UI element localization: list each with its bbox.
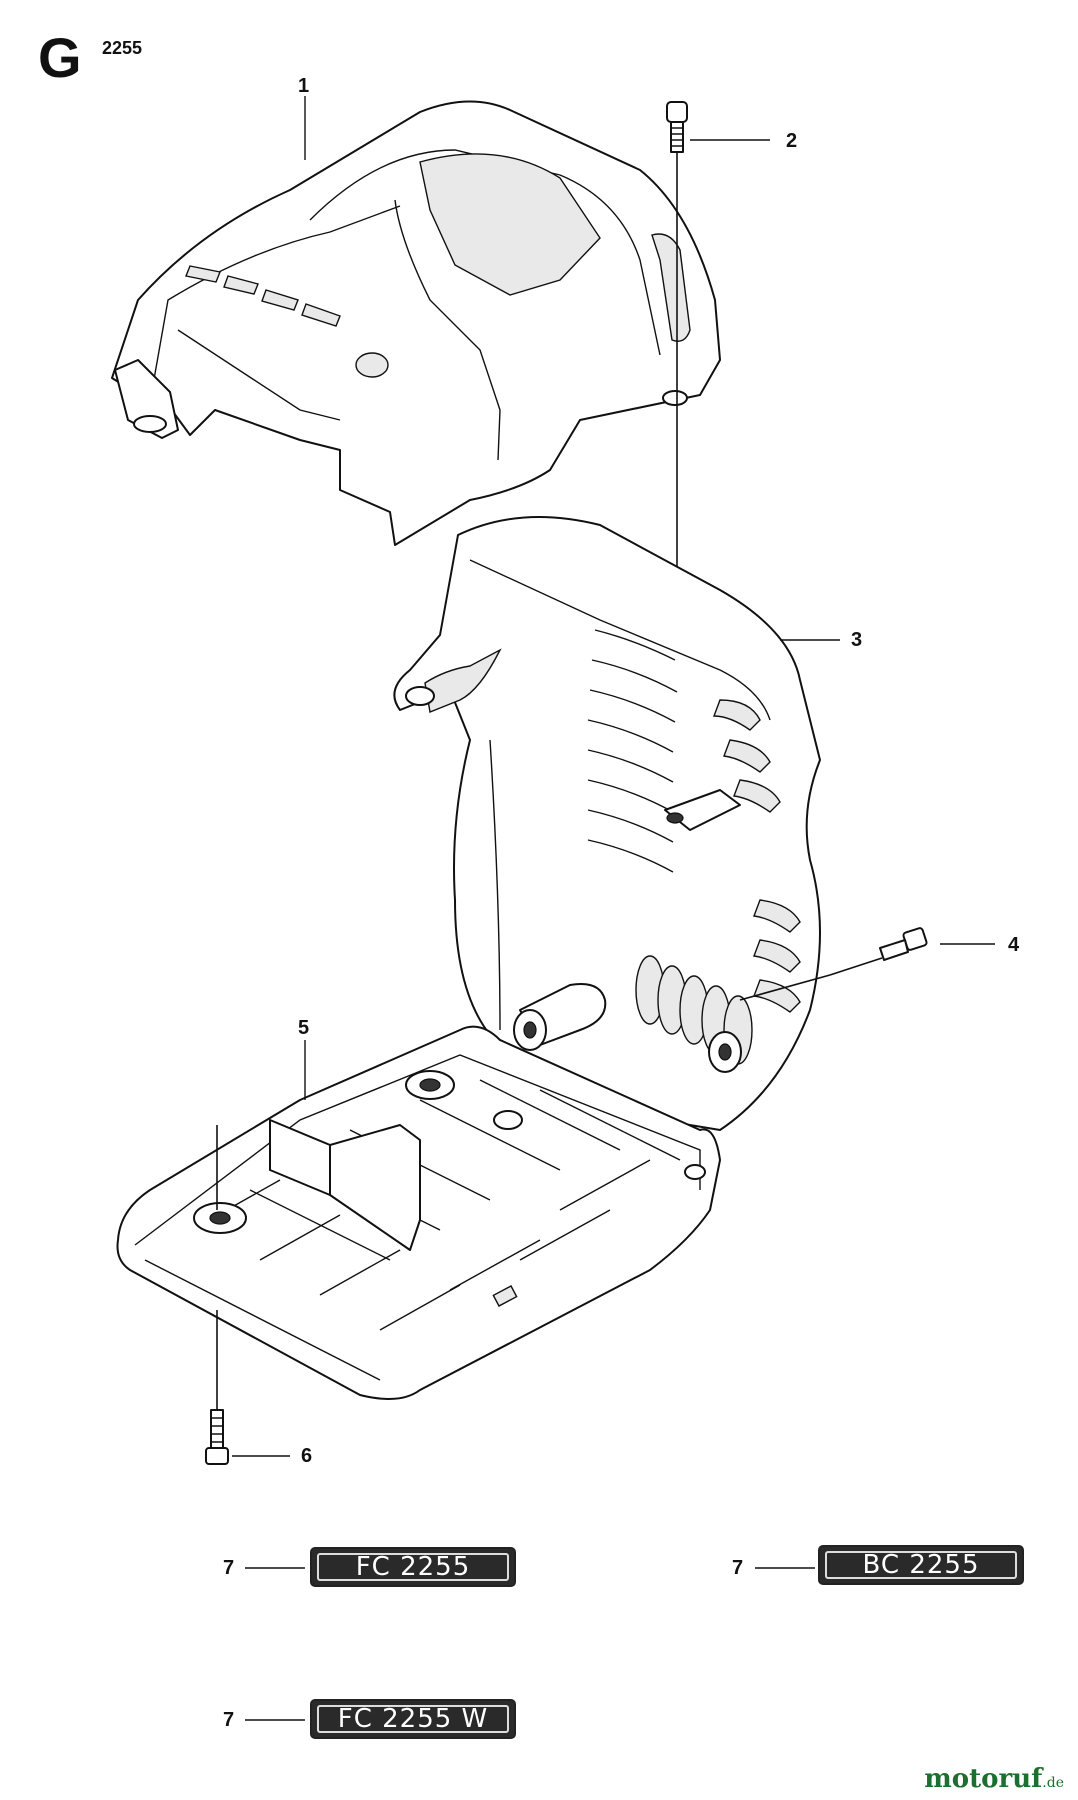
- decal-fc-2255-w: FC 2255 W: [310, 1699, 516, 1739]
- callout-4: 4: [1008, 934, 1020, 956]
- callout-7-fc: 7: [223, 1557, 235, 1579]
- decal-text: FC 2255 W: [337, 1704, 489, 1734]
- leader-lines: [232, 96, 995, 1721]
- callout-2: 2: [786, 130, 798, 152]
- section-letter: G: [38, 26, 82, 89]
- part-1-top-cover: [111, 100, 721, 546]
- decal-frame: FC 2255: [317, 1552, 509, 1582]
- decal-frame: BC 2255: [825, 1550, 1017, 1580]
- part-4-screw: [739, 927, 928, 1001]
- decal-frame: FC 2255 W: [317, 1704, 509, 1734]
- decal-fc-2255: FC 2255: [310, 1547, 516, 1587]
- decal-bc-2255: BC 2255: [818, 1545, 1024, 1585]
- watermark-suffix: .de: [1042, 1775, 1064, 1791]
- callout-3: 3: [851, 629, 863, 651]
- part-6-screw: [205, 1310, 229, 1465]
- callout-1: 1: [298, 75, 310, 97]
- decal-text: BC 2255: [862, 1550, 980, 1580]
- part-3-cylinder-shroud: [393, 516, 821, 1131]
- callout-5: 5: [298, 1017, 310, 1039]
- callout-7-bc: 7: [732, 1557, 744, 1579]
- decal-text: FC 2255: [355, 1552, 471, 1582]
- model-code: 2255: [102, 38, 143, 58]
- watermark-main: motoruf: [924, 1764, 1043, 1794]
- callout-6: 6: [301, 1445, 313, 1467]
- callout-7-fcw: 7: [223, 1709, 235, 1731]
- watermark-logo: motoruf.de: [924, 1764, 1064, 1794]
- part-5-base-plate: [116, 1025, 721, 1400]
